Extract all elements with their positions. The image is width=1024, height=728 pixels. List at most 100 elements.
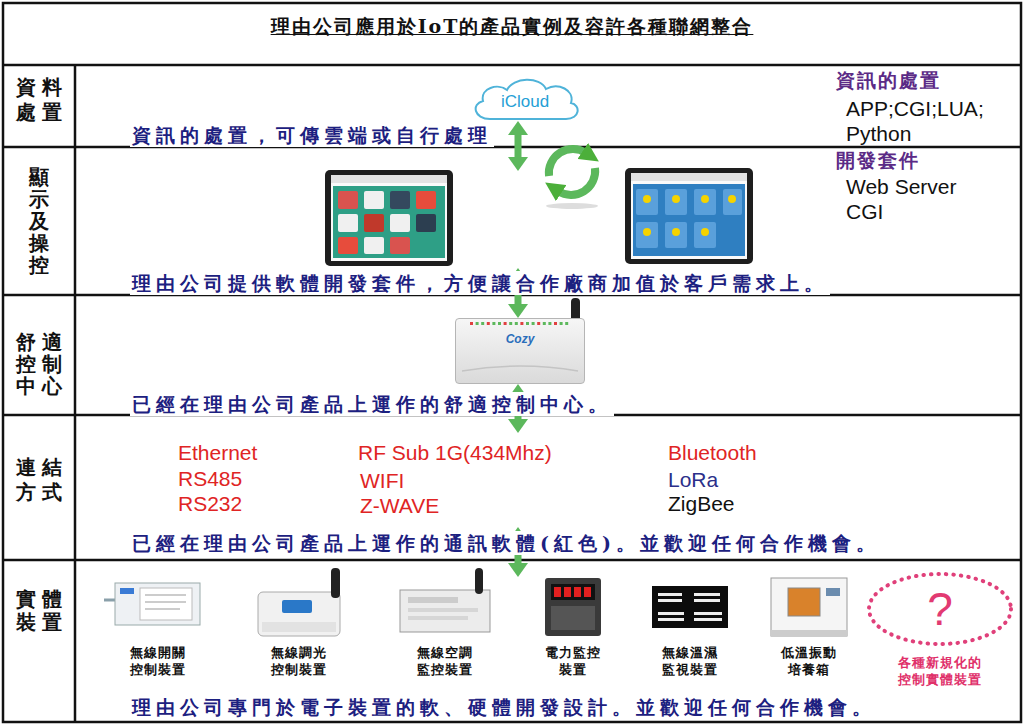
cloud-shape: iCloud — [468, 74, 582, 121]
text-slot: 低溫振動培養箱 — [778, 645, 840, 679]
tablet-screen — [364, 214, 384, 232]
power-meter — [584, 587, 591, 597]
label-slot: 開發套件 — [836, 148, 920, 172]
status-led — [537, 322, 540, 325]
aircon-device — [400, 568, 490, 632]
label-slot: Bluetooth — [668, 441, 757, 465]
dimmer-device — [258, 592, 340, 636]
tablet-screen — [694, 189, 716, 215]
tablet-screen — [665, 189, 687, 215]
tablet-screen — [728, 195, 736, 203]
device-caption: 無線溫濕監視裝置 — [659, 645, 721, 679]
question-ellipse: ?各種新規化的控制實體裝置 — [866, 571, 1014, 647]
humidity-display — [652, 586, 728, 628]
text-slot: 無線開關控制裝置 — [127, 645, 189, 679]
hub-contour — [462, 366, 578, 371]
device-caption: 各種新規化的控制實體裝置 — [894, 655, 986, 689]
row-caption: 已經在理由公司產品上運作的通訊軟體(紅色)。並歡迎任何合作機會。 — [130, 531, 882, 555]
side-note: APP;CGI;LUA; Python — [846, 96, 1018, 146]
title-slot: 理由公司應用於IoT的產品實例及容許各種聯網整合 — [3, 13, 1021, 39]
dimmer-device — [262, 622, 336, 632]
row-label: 舒適控制中心 — [10, 331, 69, 397]
diagram-title: 理由公司應用於IoT的產品實例及容許各種聯網整合 — [3, 13, 1021, 39]
status-led — [548, 322, 551, 325]
tablet-screen — [390, 191, 410, 209]
text-slot: 資料處置 — [3, 75, 75, 125]
tablet-screen — [333, 186, 445, 258]
side-note: Web Server CGI — [846, 174, 986, 224]
status-led — [492, 322, 495, 325]
tablet-screen — [643, 195, 651, 203]
tablet-screen — [701, 195, 709, 203]
tablet-screen — [625, 168, 753, 264]
protocol-label: Z-WAVE — [360, 494, 439, 518]
row-band: 連結方式已經在理由公司產品上運作的通訊軟體(紅色)。並歡迎任何合作機會。 — [3, 415, 1021, 560]
label-slot: APP;CGI;LUA; Python — [846, 96, 1018, 146]
power-meter — [545, 578, 601, 636]
sync-icon — [546, 149, 598, 209]
tablet-screen — [331, 175, 447, 183]
cloud-outline — [476, 80, 578, 119]
device-picture: 低溫振動培養箱 — [768, 576, 850, 638]
humidity-display — [694, 612, 722, 615]
humidity-display — [694, 599, 720, 602]
device-picture: 無線溫濕監視裝置 — [650, 583, 730, 631]
device-picture: 電力監控裝置 — [543, 576, 603, 638]
power-meter — [551, 584, 595, 600]
tablet-screen — [390, 237, 410, 254]
row-label: 顯示及操控 — [29, 166, 49, 276]
device-picture: 無線空調監控裝置 — [398, 568, 492, 634]
text-slot: 顯示及操控 — [3, 166, 75, 276]
side-heading: 開發套件 — [836, 148, 920, 172]
dimmer-device — [258, 568, 340, 636]
incubator — [771, 630, 847, 636]
protocol-label: RS232 — [178, 492, 242, 516]
table-grid — [3, 64, 1021, 67]
tablet-screen — [636, 189, 658, 215]
double-arrow — [515, 135, 522, 157]
text-slot: 無線調光控制裝置 — [268, 645, 330, 679]
label-slot: ZigBee — [668, 492, 735, 516]
tablet-screen — [325, 170, 453, 266]
tablet-screen — [643, 228, 651, 236]
device-caption: 電力監控裝置 — [542, 645, 604, 679]
label-slot: RS485 — [178, 467, 242, 491]
label-slot: Web Server CGI — [846, 174, 986, 224]
tablet-screen — [338, 191, 358, 209]
aircon-device — [408, 597, 458, 603]
status-led — [543, 322, 546, 325]
switch-device — [140, 588, 192, 620]
tablet-screen — [694, 222, 716, 248]
aircon-device — [400, 590, 490, 632]
label-slot: 資訊的處置 — [836, 68, 941, 92]
text-slot: 理由公司專門於電子裝置的軟、硬體開發設計。並歡迎任何合作機會。 — [130, 695, 878, 719]
table-grid — [3, 3, 1021, 722]
tablet-screen — [672, 195, 680, 203]
humidity-display — [658, 612, 684, 615]
humidity-display — [694, 593, 720, 596]
device-caption: 無線空調監控裝置 — [414, 645, 476, 679]
device-picture: 無線開關控制裝置 — [113, 580, 203, 630]
text-slot: 連結方式 — [3, 455, 75, 505]
table-grid — [3, 3, 1021, 722]
tablet-screen — [672, 228, 680, 236]
humidity-display — [658, 599, 682, 602]
tablet-screen — [723, 189, 742, 215]
tablet-screen — [338, 214, 358, 232]
protocol-label: Ethernet — [178, 441, 257, 465]
cloud-label: iCloud — [501, 93, 549, 110]
label-slot: RS232 — [178, 492, 242, 516]
tablet-screen — [631, 173, 747, 259]
row-caption: 資訊的處置，可傳雲端或自行處理 — [130, 123, 494, 147]
ellipse-outline — [869, 574, 1011, 644]
switch-device — [120, 588, 134, 594]
protocol-label: RS485 — [178, 467, 242, 491]
status-led — [481, 322, 484, 325]
sync-icon — [549, 149, 586, 176]
device-caption: 無線調光控制裝置 — [268, 645, 330, 679]
incubator — [771, 578, 847, 636]
label-slot: Ethernet — [178, 441, 257, 465]
power-meter — [545, 578, 601, 636]
text-slot: 電力監控裝置 — [542, 645, 604, 679]
